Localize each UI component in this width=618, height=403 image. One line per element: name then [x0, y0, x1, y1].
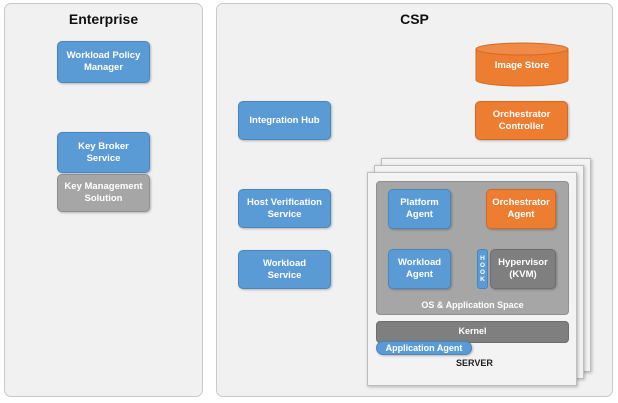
enterprise-title: Enterprise [68, 11, 139, 27]
workload-policy-manager-line1: Workload Policy [66, 50, 141, 61]
server-label: SERVER [456, 358, 493, 368]
workload-service-line2: Service [267, 269, 302, 281]
hypervisor-line1: Hypervisor [498, 257, 548, 268]
host-verification-service-line2: Service [267, 208, 302, 220]
workload-agent-line1: Workload [397, 257, 442, 268]
hook-letter-h: H [480, 255, 485, 262]
hypervisor-box[interactable]: Hypervisor(KVM) [490, 249, 556, 289]
key-management-solution-line1: Key Management [64, 181, 143, 192]
platform-agent-line2: Agent [406, 209, 433, 220]
workload-service-line1: Workload [262, 257, 307, 269]
application-agent-label: Application Agent [385, 343, 463, 353]
application-agent-box[interactable]: Application Agent [376, 341, 472, 355]
workload-agent-line2: Agent [406, 269, 433, 280]
csp-title: CSP [400, 11, 429, 27]
key-broker-service-line1: Key Broker [78, 140, 129, 152]
hook-letter-k: K [480, 276, 485, 283]
key-broker-service-line2: Service [86, 152, 121, 164]
host-verification-service-line1: Host Verification [247, 196, 322, 208]
integration-hub-label: Integration Hub [249, 114, 320, 126]
orchestrator-agent-line2: Agent [507, 209, 535, 220]
orchestrator-controller-line2: Controller [498, 120, 545, 132]
hook-box[interactable]: H O O K [477, 249, 488, 289]
image-store-cylinder[interactable]: Image Store [475, 42, 569, 87]
image-store-label: Image Store [494, 60, 550, 71]
cylinder-shape [475, 42, 569, 87]
orchestrator-controller-line1: Orchestrator [492, 108, 551, 120]
platform-agent-line1: Platform [400, 197, 439, 208]
hook-letter-o2: O [479, 269, 486, 276]
hypervisor-line2: (KVM) [509, 269, 537, 280]
orchestrator-agent-line1: Orchestrator [492, 197, 550, 208]
kernel-bar: Kernel [376, 321, 569, 343]
key-management-solution-line2: Solution [84, 193, 123, 204]
workload-policy-manager-line2: Manager [83, 62, 124, 73]
hook-letter-o1: O [479, 262, 486, 269]
os-application-space-label: OS & Application Space [421, 300, 524, 310]
integration-hub-box[interactable]: Integration Hub [238, 101, 331, 140]
kernel-label: Kernel [458, 326, 487, 336]
